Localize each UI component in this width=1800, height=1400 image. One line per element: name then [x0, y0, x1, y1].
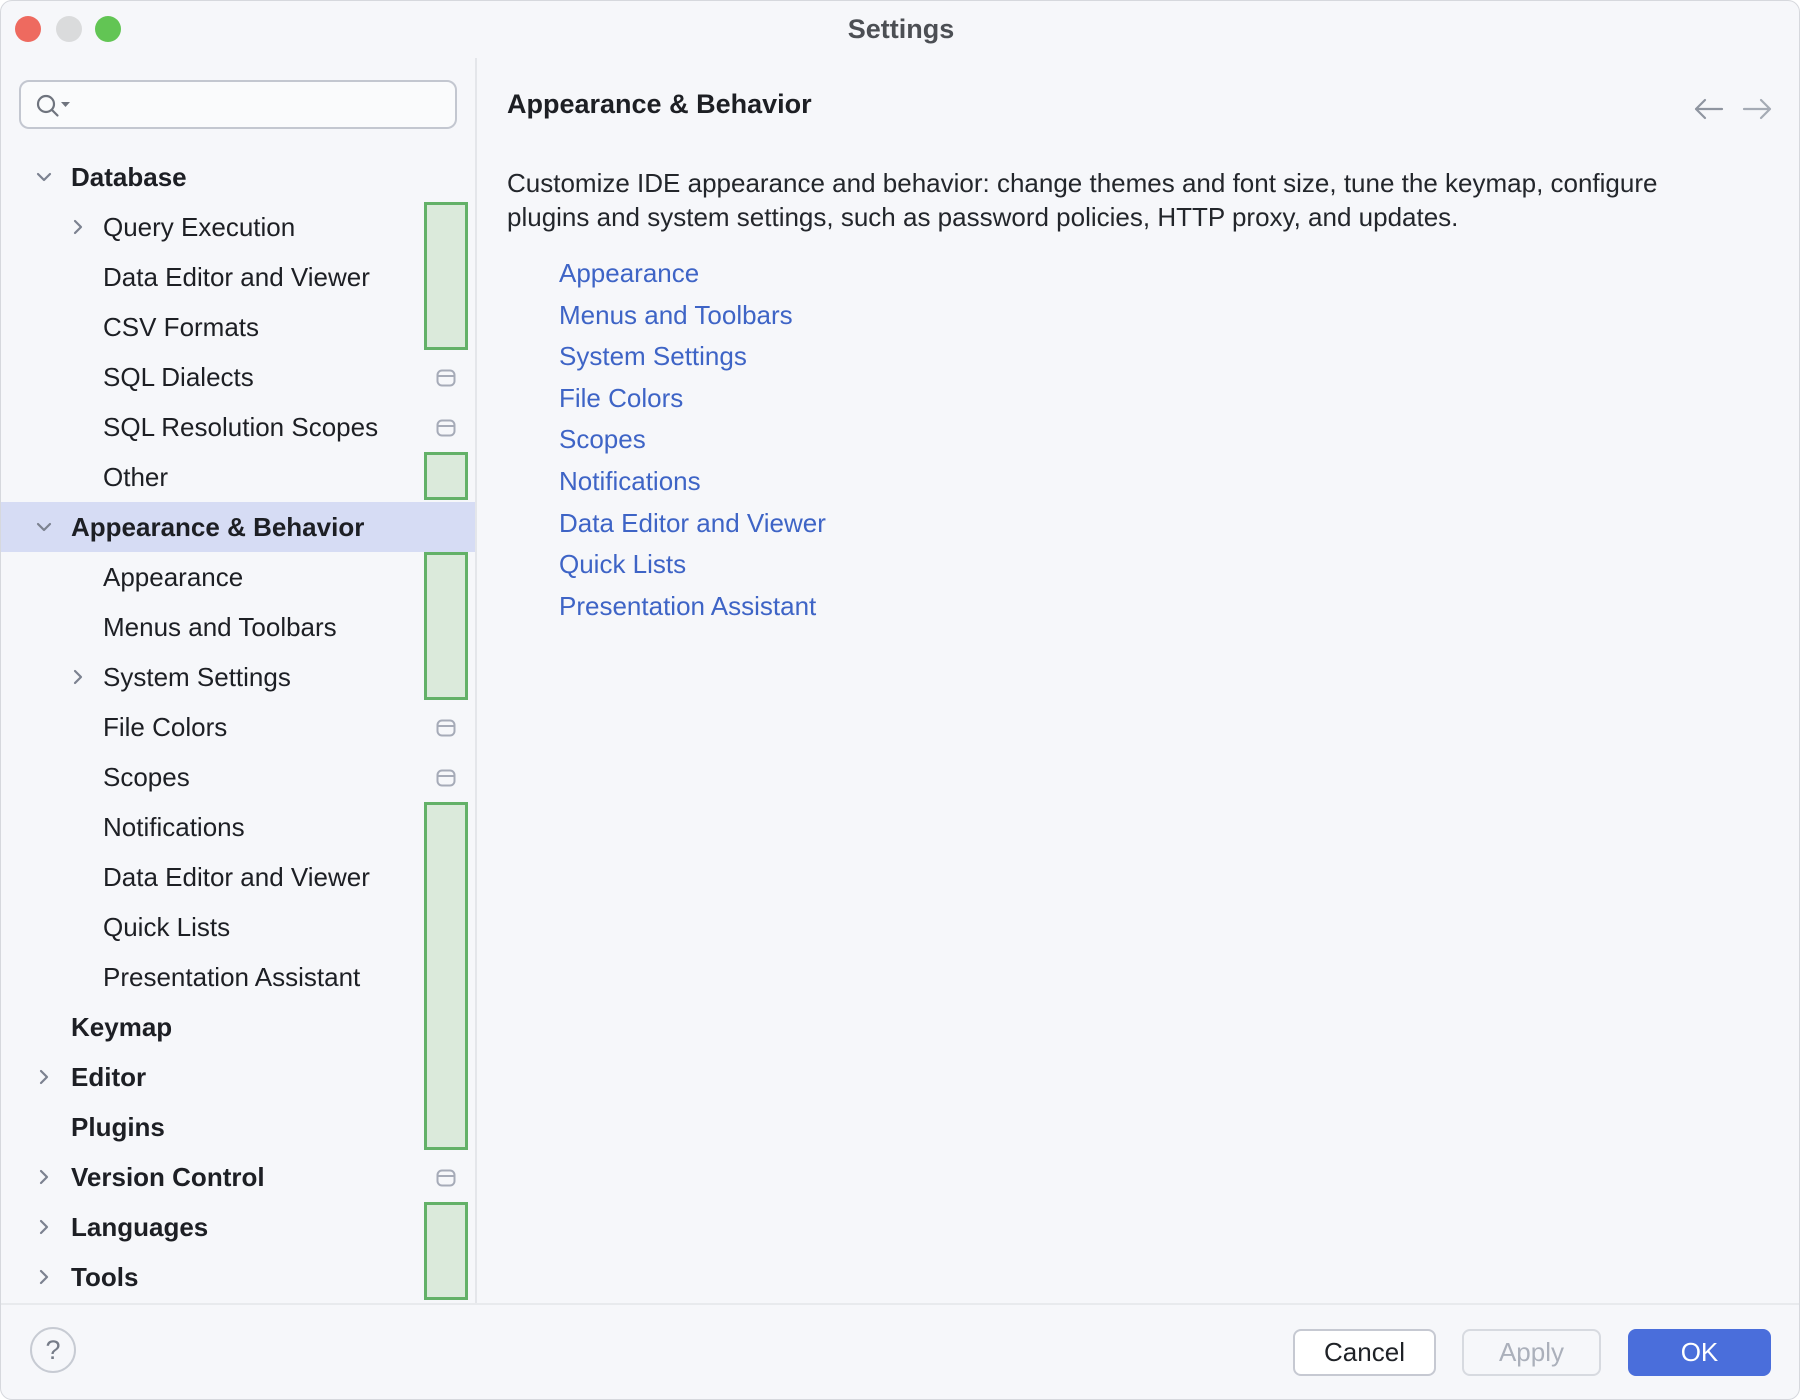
sidebar-item-label: Languages — [71, 1212, 209, 1242]
sidebar-item-label: Tools — [71, 1262, 139, 1292]
link-file-colors[interactable]: File Colors — [559, 382, 684, 413]
link-system-settings[interactable]: System Settings — [559, 341, 747, 372]
sidebar-item-label: System Settings — [103, 662, 291, 692]
cancel-button[interactable]: Cancel — [1293, 1329, 1436, 1376]
link-scopes[interactable]: Scopes — [559, 424, 646, 455]
sidebar-item-label: Keymap — [71, 1012, 173, 1042]
chevron-right-icon[interactable] — [67, 666, 89, 688]
apply-button[interactable]: Apply — [1462, 1329, 1601, 1376]
sidebar-item-presentation-assistant[interactable]: Presentation Assistant — [1, 952, 475, 1002]
sidebar-item-notifications[interactable]: Notifications — [1, 802, 475, 852]
sidebar-item-label: Notifications — [103, 812, 245, 842]
window-icon — [436, 419, 456, 437]
sidebar-item-sql-resolution-scopes[interactable]: SQL Resolution Scopes — [1, 402, 475, 452]
sidebar-item-label: Other — [103, 462, 169, 492]
sidebar-item-appearance-behavior[interactable]: Appearance & Behavior — [1, 502, 475, 552]
sidebar-item-label: Data Editor and Viewer — [103, 862, 370, 892]
chevron-down-icon[interactable] — [33, 166, 55, 188]
link-quick-lists[interactable]: Quick Lists — [559, 549, 687, 580]
window-icon — [436, 369, 456, 387]
sidebar-item-menus-and-toolbars[interactable]: Menus and Toolbars — [1, 602, 475, 652]
sidebar-item-appearance[interactable]: Appearance — [1, 552, 475, 602]
minimize-button[interactable] — [56, 16, 82, 42]
footer-divider — [1, 1303, 1799, 1305]
link-presentation-assistant[interactable]: Presentation Assistant — [559, 590, 817, 621]
description-line: Customize IDE appearance and behavior: c… — [507, 168, 1658, 198]
sidebar-item-label: Editor — [71, 1062, 147, 1092]
sidebar-item-csv-formats[interactable]: CSV Formats — [1, 302, 475, 352]
search-input[interactable] — [77, 86, 447, 124]
settings-highlight-bar — [424, 552, 468, 700]
window-icon — [436, 719, 456, 737]
chevron-right-icon[interactable] — [33, 1066, 55, 1088]
sidebar-item-label: Quick Lists — [103, 912, 231, 942]
link-menus-and-toolbars[interactable]: Menus and Toolbars — [559, 299, 793, 330]
help-button[interactable]: ? — [30, 1327, 76, 1373]
sidebar-item-languages[interactable]: Languages — [1, 1202, 475, 1252]
sidebar-item-label: Scopes — [103, 762, 190, 792]
sidebar-item-label: Version Control — [71, 1162, 265, 1192]
search-icon — [35, 93, 73, 125]
sidebar-item-data-editor-and-viewer[interactable]: Data Editor and Viewer — [1, 252, 475, 302]
link-appearance[interactable]: Appearance — [559, 258, 700, 288]
sidebar-item-keymap[interactable]: Keymap — [1, 1002, 475, 1052]
sidebar-item-tools[interactable]: Tools — [1, 1252, 475, 1302]
settings-highlight-bar — [424, 802, 468, 1150]
sidebar-item-file-colors[interactable]: File Colors — [1, 702, 475, 752]
settings-highlight-bar — [424, 1202, 468, 1300]
chevron-right-icon[interactable] — [33, 1216, 55, 1238]
sidebar-item-label: CSV Formats — [103, 312, 260, 342]
ok-button[interactable]: OK — [1628, 1329, 1771, 1376]
description-line: plugins and system settings, such as pas… — [507, 202, 1459, 232]
link-notifications[interactable]: Notifications — [559, 465, 701, 496]
sidebar-item-label: SQL Dialects — [103, 362, 254, 392]
chevron-down-icon[interactable] — [33, 516, 55, 538]
sidebar-item-label: File Colors — [103, 712, 228, 742]
close-button[interactable] — [15, 16, 41, 42]
sidebar-item-label: Menus and Toolbars — [103, 612, 337, 642]
window-icon — [436, 1169, 456, 1187]
sidebar-item-label: Presentation Assistant — [103, 962, 361, 992]
sidebar-item-label: Query Execution — [103, 212, 296, 242]
chevron-right-icon[interactable] — [67, 216, 89, 238]
sidebar-item-sql-dialects[interactable]: SQL Dialects — [1, 352, 475, 402]
back-arrow-icon[interactable] — [1689, 94, 1725, 124]
link-data-editor-and-viewer[interactable]: Data Editor and Viewer — [559, 507, 826, 538]
chevron-right-icon[interactable] — [33, 1266, 55, 1288]
sidebar-divider — [475, 58, 477, 1303]
page-description: Customize IDE appearance and behavior: c… — [507, 166, 1777, 234]
sidebar-item-scopes[interactable]: Scopes — [1, 752, 475, 802]
sidebar-item-editor[interactable]: Editor — [1, 1052, 475, 1102]
sidebar-item-database[interactable]: Database — [1, 152, 475, 202]
sidebar-item-label: Appearance & Behavior — [71, 512, 365, 542]
settings-highlight-bar — [424, 452, 468, 500]
window-icon — [436, 769, 456, 787]
zoom-button[interactable] — [95, 16, 121, 42]
sidebar-item-version-control[interactable]: Version Control — [1, 1152, 475, 1202]
window-title: Settings — [847, 14, 955, 44]
page-title: Appearance & Behavior — [507, 89, 812, 119]
sidebar-item-plugins[interactable]: Plugins — [1, 1102, 475, 1152]
chevron-right-icon[interactable] — [33, 1166, 55, 1188]
sidebar-item-quick-lists[interactable]: Quick Lists — [1, 902, 475, 952]
sidebar-item-label: Appearance — [103, 562, 244, 592]
sidebar-item-label: SQL Resolution Scopes — [103, 412, 379, 442]
sidebar-item-system-settings[interactable]: System Settings — [1, 652, 475, 702]
search-box[interactable] — [19, 80, 457, 129]
settings-highlight-bar — [424, 202, 468, 350]
sidebar-item-data-editor-and-viewer[interactable]: Data Editor and Viewer — [1, 852, 475, 902]
sidebar-item-query-execution[interactable]: Query Execution — [1, 202, 475, 252]
sidebar-item-label: Plugins — [71, 1112, 165, 1142]
titlebar: Settings — [1, 1, 1799, 58]
forward-arrow-icon[interactable] — [1741, 94, 1777, 124]
sidebar-item-other[interactable]: Other — [1, 452, 475, 502]
sidebar-item-label: Database — [71, 162, 187, 192]
sidebar-item-label: Data Editor and Viewer — [103, 262, 370, 292]
